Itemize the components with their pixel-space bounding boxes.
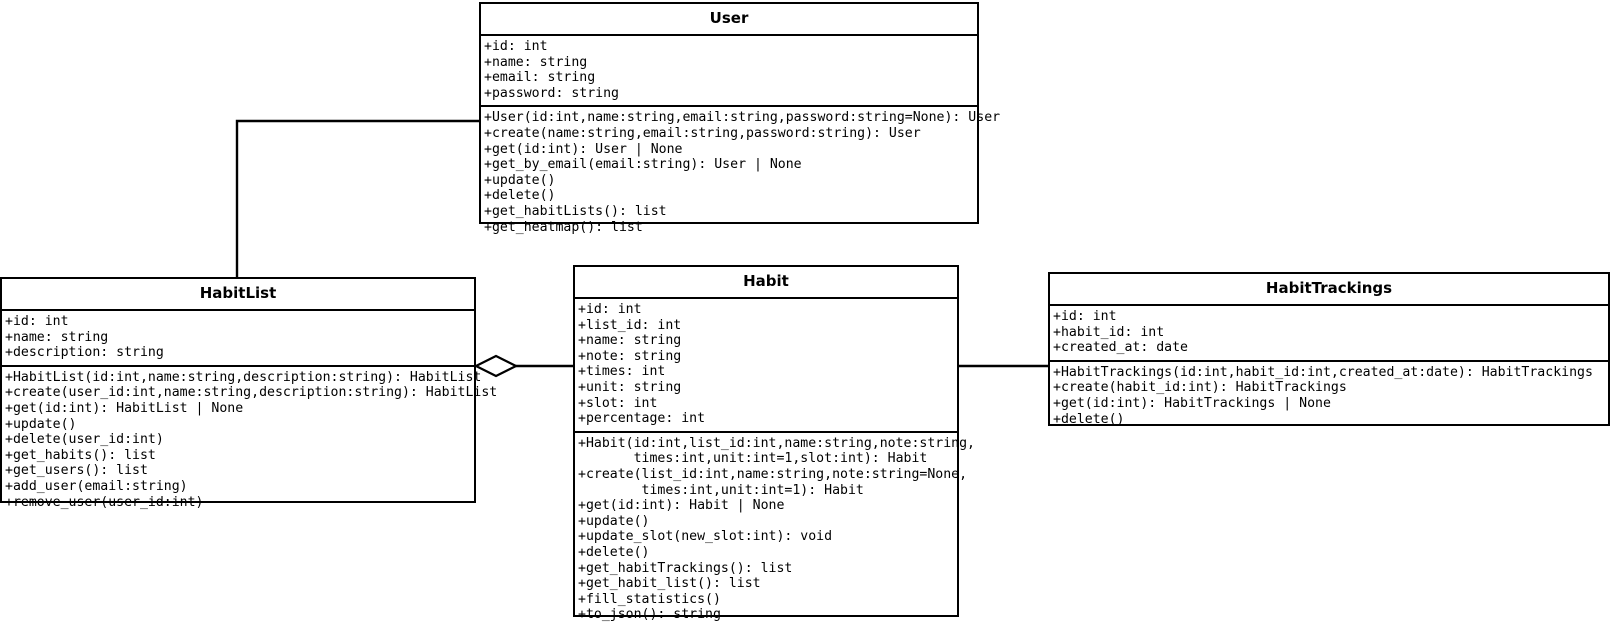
method-row: +delete(user_id:int) xyxy=(5,432,164,448)
compartment-divider xyxy=(575,297,957,299)
hollow-diamond-icon xyxy=(473,354,519,378)
attribute-row: +percentage: int xyxy=(578,411,706,427)
attribute-row: +id: int xyxy=(578,302,642,317)
attribute-row: +slot: int xyxy=(578,395,658,411)
method-row: +update() xyxy=(578,513,650,529)
attribute-row: +habit_id: int xyxy=(1053,324,1165,340)
method-row: +User(id:int,name:string,email:string,pa… xyxy=(484,110,1001,126)
method-row: +create(user_id:int,name:string,descript… xyxy=(5,385,498,401)
method-row: +fill_statistics() xyxy=(578,591,721,607)
compartment-divider xyxy=(481,34,977,36)
method-row-continuation: times:int,unit:int=1): Habit xyxy=(578,482,864,498)
methods-compartment-user: +User(id:int,name:string,email:string,pa… xyxy=(481,107,1001,239)
compartment-divider xyxy=(2,364,474,367)
attribute-row: +name: string xyxy=(5,329,109,345)
class-box-user[interactable]: User +id: int +name: string +email: stri… xyxy=(479,2,1000,235)
compartment-divider xyxy=(2,309,474,311)
method-row: +get_habit_list(): list xyxy=(578,576,761,592)
method-row: +to_json(): string xyxy=(578,607,721,623)
attribute-row: +description: string xyxy=(5,345,164,361)
edge-user-habitlist xyxy=(235,119,480,277)
attribute-row: +email: string xyxy=(484,70,596,86)
method-row: +update_slot(new_slot:int): void xyxy=(578,529,833,545)
method-row: +delete() xyxy=(1053,411,1125,427)
attribute-row: +created_at: date xyxy=(1053,340,1188,356)
method-row: +get(id:int): HabitTrackings | None xyxy=(1053,395,1331,411)
class-box-habitlist[interactable]: HabitList +id: int +name: string +descri… xyxy=(0,277,497,510)
compartment-divider xyxy=(1050,304,1608,306)
compartment-divider xyxy=(575,430,957,433)
attributes-compartment-user: +id: int +name: string +email: string +p… xyxy=(481,36,977,105)
method-row: +get(id:int): User | None xyxy=(484,141,683,157)
method-row: +add_user(email:string) xyxy=(5,478,188,494)
edge-habitlist-habit xyxy=(473,354,573,378)
attribute-row: +id: int xyxy=(5,314,69,329)
class-name-habittrackings: HabitTrackings xyxy=(1265,279,1393,297)
attribute-row: +name: string xyxy=(578,333,682,349)
methods-compartment-habitlist: +HabitList(id:int,name:string,descriptio… xyxy=(2,367,498,514)
attribute-row: +id: int xyxy=(484,39,548,54)
method-row: +Habit(id:int,list_id:int,name:string,no… xyxy=(578,435,975,451)
method-row: +get_habitLists(): list xyxy=(484,203,667,219)
method-row: +create(list_id:int,name:string,note:str… xyxy=(578,466,968,482)
attribute-row: +password: string xyxy=(484,85,619,101)
attribute-row: +note: string xyxy=(578,348,682,364)
method-row: +HabitList(id:int,name:string,descriptio… xyxy=(5,369,482,385)
attribute-row: +id: int xyxy=(1053,309,1117,324)
class-name-user: User xyxy=(709,9,749,27)
method-row-continuation: times:int,unit:int=1,slot:int): Habit xyxy=(578,451,928,467)
attribute-row: +times: int xyxy=(578,364,666,380)
attributes-compartment-habit: +id: int +list_id: int +name: string +no… xyxy=(575,299,957,431)
method-row: +create(habit_id:int): HabitTrackings xyxy=(1053,380,1347,396)
method-row: +delete() xyxy=(578,544,650,560)
method-row: +delete() xyxy=(484,188,556,204)
class-name-habit: Habit xyxy=(743,272,789,290)
method-row: +get_habits(): list xyxy=(5,447,156,463)
methods-compartment-habit: +Habit(id:int,list_id:int,name:string,no… xyxy=(575,433,975,627)
method-row: +HabitTrackings(id:int,habit_id:int,crea… xyxy=(1053,364,1593,380)
compartment-divider xyxy=(481,105,977,108)
attributes-compartment-habitlist: +id: int +name: string +description: str… xyxy=(2,311,474,365)
method-row: +update() xyxy=(5,416,77,432)
method-row: +get_by_email(email:string): User | None xyxy=(484,157,802,173)
class-name-habitlist: HabitList xyxy=(199,284,277,302)
method-row: +get(id:int): Habit | None xyxy=(578,498,785,514)
method-row: +get_heatmap(): list xyxy=(484,219,643,235)
method-row: +get(id:int): HabitList | None xyxy=(5,400,244,416)
class-box-habit[interactable]: Habit +id: int +list_id: int +name: stri… xyxy=(573,265,975,622)
attribute-row: +unit: string xyxy=(578,379,682,395)
attribute-row: +name: string xyxy=(484,54,588,70)
method-row: +update() xyxy=(484,172,556,188)
attributes-compartment-habittrackings: +id: int +habit_id: int +created_at: dat… xyxy=(1050,306,1608,360)
method-row: +remove_user(user_id:int) xyxy=(5,494,204,510)
method-row: +get_users(): list xyxy=(5,463,148,479)
attribute-row: +list_id: int xyxy=(578,317,682,333)
method-row: +get_habitTrackings(): list xyxy=(578,560,793,576)
methods-compartment-habittrackings: +HabitTrackings(id:int,habit_id:int,crea… xyxy=(1050,362,1608,431)
compartment-divider xyxy=(1050,359,1608,362)
method-row: +create(name:string,email:string,passwor… xyxy=(484,125,921,141)
class-box-habittrackings[interactable]: HabitTrackings +id: int +habit_id: int +… xyxy=(1048,272,1610,427)
